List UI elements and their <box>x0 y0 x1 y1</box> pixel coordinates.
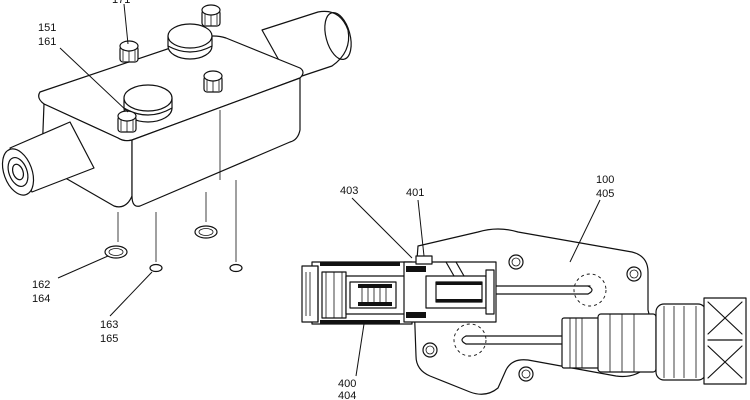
label-401: 401 <box>406 187 424 199</box>
valve-block-assembly <box>1 4 352 262</box>
label-403: 403 <box>340 185 358 197</box>
label-163: 163 <box>100 319 118 331</box>
callout-labels: 171 151 161 162 164 163 165 403 401 100 … <box>32 0 614 400</box>
solenoid-coil <box>561 297 747 385</box>
label-405: 405 <box>596 188 614 200</box>
label-400: 400 <box>338 378 356 390</box>
o-rings <box>104 225 243 273</box>
label-404: 404 <box>338 390 356 400</box>
small-cap-2 <box>201 4 221 27</box>
small-cap-4 <box>117 110 137 133</box>
small-cap-3 <box>203 70 223 93</box>
small-cap-1 <box>119 40 139 63</box>
leader-lines <box>57 3 601 377</box>
label-162: 162 <box>32 279 50 291</box>
solenoid-valve-assembly <box>301 228 747 395</box>
label-100: 100 <box>596 174 614 186</box>
label-164: 164 <box>32 293 50 305</box>
label-171: 171 <box>112 0 130 6</box>
label-161: 161 <box>38 36 56 48</box>
cartridge-400 <box>301 255 497 325</box>
label-151: 151 <box>38 22 56 34</box>
label-165: 165 <box>100 333 118 345</box>
